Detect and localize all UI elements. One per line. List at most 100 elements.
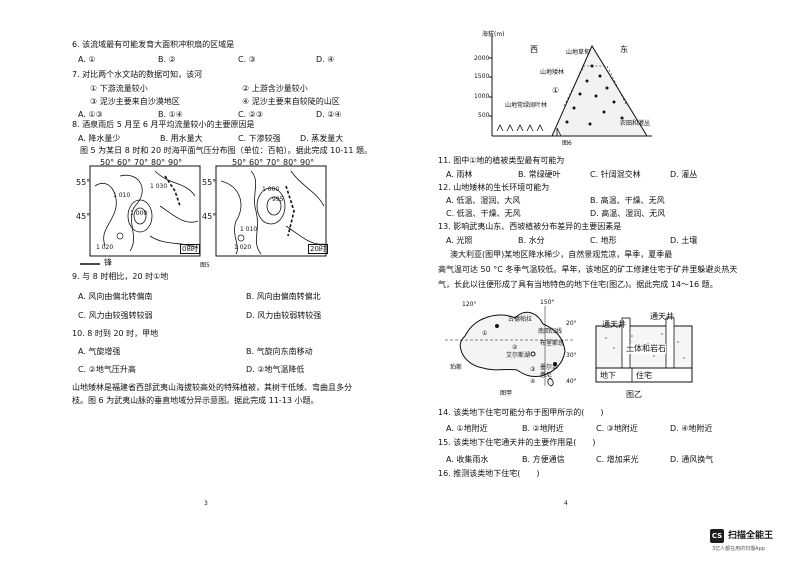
q6-option-c: C. ③ (238, 55, 256, 64)
fig6-mountain-profile (489, 36, 652, 137)
fig6-y-tick: 2000 (474, 55, 490, 62)
passage-line-3: 气，长此以往便形成了具有当地特色的地下住宅(图乙)。据此完成 14～16 题。 (438, 280, 718, 289)
fig-yi-shaft-right: 通天井 (650, 312, 674, 321)
q14-option-c: C. ③地附近 (596, 424, 638, 433)
map-lon-label: 70° (266, 158, 281, 167)
map-jia-label-perth: 珀斯 (450, 364, 463, 371)
fig-yi-dwelling (595, 317, 693, 383)
q16-stem: 16. 推测该类地下住宅( ) (438, 469, 540, 478)
q7-item-3: ③ 泥沙主要来自沙漠地区 (90, 97, 180, 106)
q10-option-b: B. 气旋向东南移动 (246, 347, 313, 356)
map-jia-label-brisbane: 布里斯班 (540, 340, 565, 347)
fig6-caption: 图6 (562, 140, 572, 147)
q15-stem: 15. 该类地下住宅通天井的主要作用是( ) (438, 438, 596, 447)
scanner-logo: CS (710, 529, 724, 543)
map-figure-number: 图5 (200, 262, 210, 269)
q7-item-4: ④ 泥沙主要来自较陡的山区 (242, 97, 340, 106)
q9-option-a: A. 风向由偏北转偏南 (78, 292, 153, 301)
map-jia-caption: 图甲 (500, 390, 513, 397)
map-lon-label: 80° (151, 158, 166, 167)
q14-stem: 14. 该类地下住宅可能分布于图甲所示的( ) (438, 408, 604, 417)
intro-11-13: 山地矮林是福建省西部武夷山海拔较高处的特殊植被，其树干低矮、弯曲且多分枝。图 6… (72, 383, 352, 405)
q7-item-1: ① 下游流量较小 (90, 84, 148, 93)
fig6-label-dwarf-forest: 山地矮林 (540, 69, 565, 76)
map-jia-circle-1: ① (482, 330, 488, 337)
fig6-west-label: 西 (530, 45, 538, 54)
q12-stem: 12. 山地矮林的生长环境可能为 (438, 183, 550, 192)
q6-option-b: B. ② (158, 55, 176, 64)
isobar-label: 1 010 (113, 192, 131, 199)
q6-option-d: D. ④ (316, 55, 335, 64)
fig6-label-meadow: 山地草甸 (566, 49, 591, 56)
fig6-y-tick: 1000 (474, 93, 490, 100)
intro-10-11: 图 5 为某日 8 时和 20 时海平面气压分布图（单位：百帕）。据此完成 10… (80, 146, 372, 155)
map-lon-label: 60° (117, 158, 132, 167)
fig-yi-shaft-left: 通天井 (602, 320, 626, 329)
map-jia-lon: 150° (540, 299, 555, 306)
q10-option-a: A. 气旋增强 (78, 347, 121, 356)
fig-yi-house-label: 住宅 (636, 371, 652, 380)
scanner-title: 扫描全能王 (728, 531, 774, 541)
q9-option-d: D. 风力由较弱转较强 (246, 311, 322, 320)
map-lon-label: 50° (232, 158, 247, 167)
q6-option-a: A. ① (78, 55, 96, 64)
passage-line-1: 澳大利亚(图甲)某地区降水稀少，自然景观荒凉，旱季，夏季最 (450, 250, 673, 259)
isobar-label: 1 020 (96, 244, 114, 251)
q14-option-b: B. ②地附近 (522, 424, 564, 433)
fig-yi-caption: 图乙 (626, 390, 642, 399)
map-lon-label: 60° (249, 158, 264, 167)
q6-stem: 6. 该流域最有可能发育大面积冲积扇的区域是 (72, 40, 235, 49)
isobar-label: 1 020 (234, 244, 252, 251)
scanner-subtitle: 3亿人都在用的扫描App (712, 546, 765, 552)
pressure-map-08h (89, 165, 201, 257)
isobar-label: 1 010 (240, 226, 258, 233)
front-legend-icon (80, 263, 100, 265)
fig6-label-zone-1: ① (552, 86, 560, 95)
map-lat-label: 45° (76, 212, 91, 221)
q10-stem: 10. 8 时到 20 时，甲地 (72, 329, 159, 338)
q7-item-2: ② 上游含沙量较小 (242, 84, 308, 93)
isobar-label: 1 000 (130, 210, 148, 217)
map-lon-label: 90° (168, 158, 183, 167)
q13-option-c: C. 地形 (590, 236, 617, 245)
pressure-map-20h (215, 165, 327, 257)
q7-option-d: D. ②④ (316, 110, 342, 119)
map-jia-lat: 40° (566, 378, 577, 385)
map-lat-label: 55° (76, 178, 91, 187)
map-jia-circle-4: ④ (530, 378, 536, 385)
q11-stem: 11. 图中①地的植被类型最有可能为 (438, 156, 565, 165)
isobar-label: 1 000 (262, 186, 280, 193)
q11-option-a: A. 雨林 (446, 170, 473, 179)
q11-option-c: C. 针阔混交林 (590, 170, 641, 179)
map-jia-lon: 120° (462, 301, 477, 308)
map-time-08: 08时 (180, 244, 200, 254)
map-jia-lat: 20° (566, 320, 577, 327)
map-jia-circle-2: ② (512, 344, 518, 351)
q12-option-d: D. 高温、湿润、无风 (590, 209, 666, 218)
q11-option-b: B. 常绿硬叶 (518, 170, 561, 179)
q9-option-c: C. 风力由较强转较弱 (78, 311, 153, 320)
q15-option-b: B. 方便通信 (522, 455, 565, 464)
q8-stem: 8. 酒泉雨后 5 月至 6 月平均流量较小的主要原因是 (72, 120, 255, 129)
q12-option-a: A. 低温、湿润、大风 (446, 196, 521, 205)
map-jia-lat: 30° (566, 352, 577, 359)
passage-line-2: 高气温可达 50 °C 冬季气温较低。旱年，该地区的矿工修建住宅于矿井里躲避炎热… (438, 265, 738, 274)
q13-stem: 13. 影响武夷山东、西坡植被分布差异的主要因素是 (438, 222, 622, 231)
map-jia-label-tropic: 南回归线 (538, 328, 563, 335)
isobar-label: 995 (272, 196, 284, 203)
q14-option-d: D. ④地附近 (670, 424, 713, 433)
q8-option-a: A. 降水量少 (78, 134, 121, 143)
q15-option-c: C. 增加采光 (596, 455, 639, 464)
fig6-label-evergreen: 山地常绿阔叶林 (505, 102, 548, 109)
map-jia-australia (445, 306, 573, 387)
q9-stem: 9. 与 8 时相比，20 时①地 (72, 272, 169, 281)
map-jia-label-coober: 古德帕拉 (508, 316, 533, 323)
fig6-y-tick: 500 (478, 112, 490, 119)
map-lon-label: 90° (300, 158, 315, 167)
q15-option-d: D. 通风换气 (670, 455, 714, 464)
page-number-left: 3 (204, 500, 208, 507)
map-lon-label: 80° (283, 158, 298, 167)
map-legend-label: 锋 (104, 258, 112, 267)
q10-option-d: D. ②地气温降低 (246, 365, 305, 374)
fig6-y-tick: 1500 (474, 73, 490, 80)
